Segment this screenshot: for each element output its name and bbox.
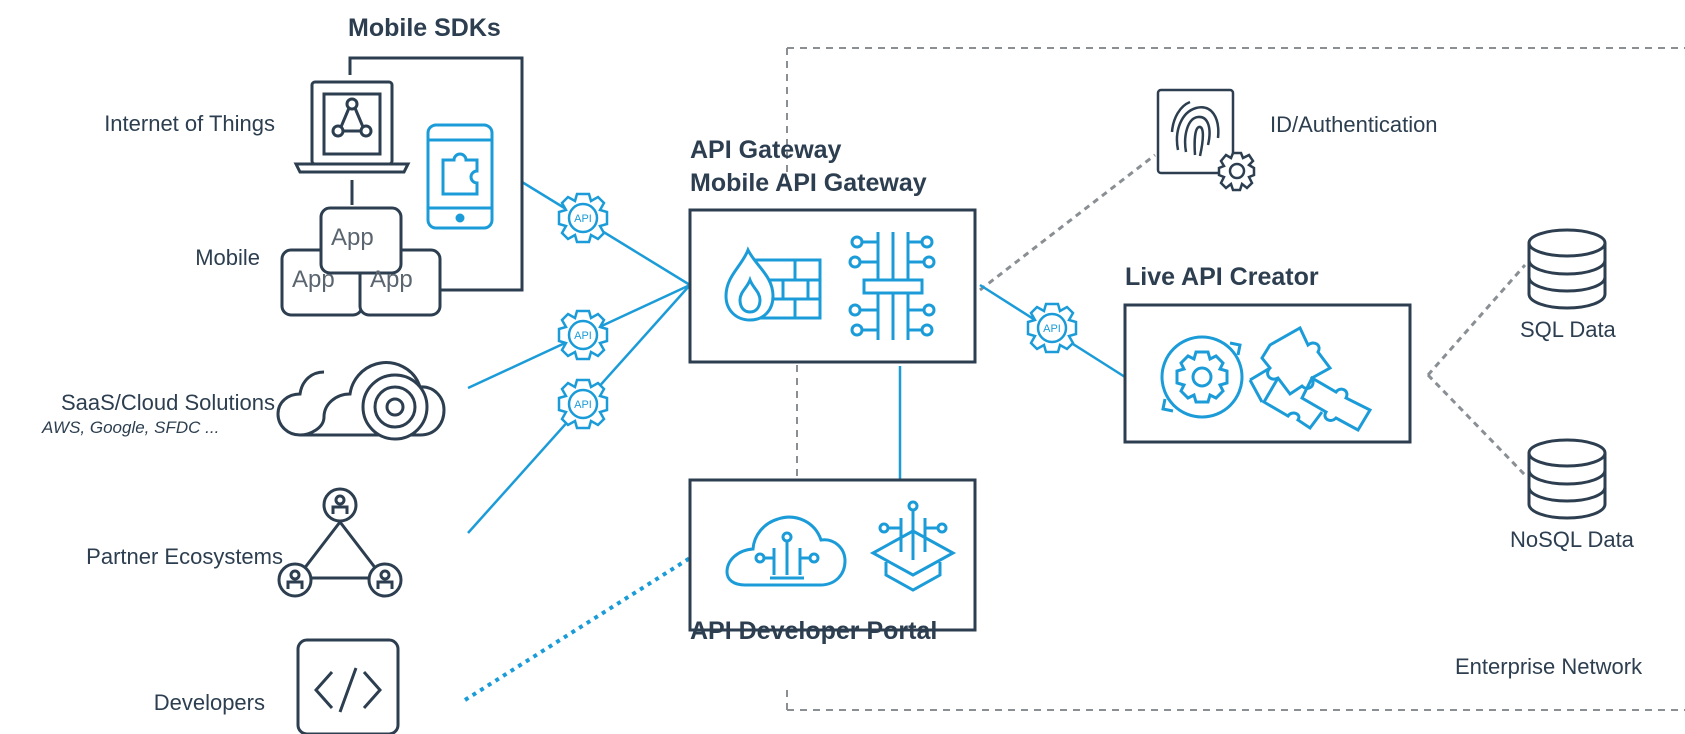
api-badge-label: API: [1043, 323, 1061, 335]
enterprise-network-label: Enterprise Network: [1455, 654, 1643, 679]
nosql-data-label: NoSQL Data: [1510, 527, 1634, 552]
mobile-label: Mobile: [195, 245, 260, 270]
puzzle-icon: [1248, 325, 1373, 433]
app-tiles: [280, 206, 442, 317]
dashed-connectors: [979, 153, 1527, 477]
developers-label: Developers: [153, 690, 265, 715]
api-gateway-title: API Gateway: [690, 136, 842, 164]
api-gear-badges: [557, 192, 1078, 430]
database-icon: [1527, 438, 1607, 520]
iot-label: Internet of Things: [104, 111, 275, 136]
partner-label: Partner Ecosystems: [86, 544, 283, 569]
cloud-circuit-icon: [725, 515, 847, 587]
laptop-icon: [293, 80, 411, 205]
app-tile-label: App: [370, 266, 413, 293]
mobile-sdk-bracket: [348, 56, 524, 292]
developer-portal-title: API Developer Portal: [690, 617, 938, 645]
enterprise-network-boundary: [786, 47, 1685, 711]
app-tile-label: App: [292, 266, 335, 293]
developer-portal-box[interactable]: [688, 478, 977, 632]
circuit-icon: [848, 232, 936, 340]
mobile-api-gateway-title: Mobile API Gateway: [690, 169, 927, 197]
gear-cycle-icon: [1160, 335, 1244, 419]
api-badge-labels: API API API API: [574, 213, 1061, 411]
api-badge-label: API: [574, 399, 592, 411]
saas-examples-label: AWS, Google, SFDC ...: [42, 418, 220, 437]
saas-label: SaaS/Cloud Solutions: [60, 390, 275, 415]
database-icon: [1527, 228, 1607, 310]
cloud-disc-icon: [276, 361, 446, 441]
sql-data-label: SQL Data: [1520, 317, 1616, 342]
api-badge-label: API: [574, 213, 592, 225]
live-api-creator-title: Live API Creator: [1125, 263, 1319, 291]
id-auth-label: ID/Authentication: [1270, 112, 1438, 137]
fingerprint-icon: [1156, 88, 1256, 192]
api-badge-label: API: [574, 330, 592, 342]
firewall-icon: [724, 246, 822, 322]
partner-triangle-icon: [277, 487, 403, 598]
developer-link: [463, 556, 692, 702]
mobile-sdks-title: Mobile SDKs: [348, 14, 501, 42]
phone-puzzle-icon: [426, 123, 494, 230]
platform-circuit-icon: [869, 500, 957, 592]
app-tile-label: App: [331, 224, 374, 251]
code-icon: [296, 638, 400, 734]
